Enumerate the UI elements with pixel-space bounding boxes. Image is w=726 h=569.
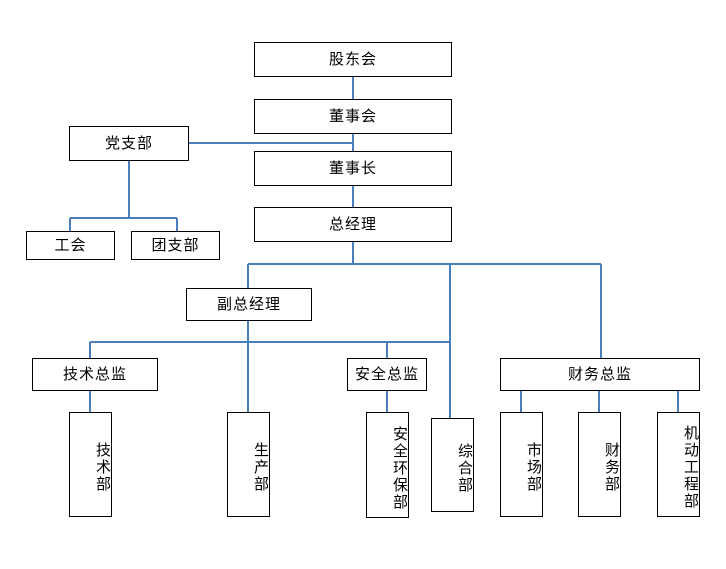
node-board-of-directors[interactable]: 董事会 <box>254 99 452 134</box>
node-general-affairs-department[interactable]: 综合部 <box>431 418 474 512</box>
node-technical-department[interactable]: 技术部 <box>69 412 112 517</box>
node-labor-union[interactable]: 工会 <box>26 231 115 260</box>
node-deputy-general-manager[interactable]: 副总经理 <box>186 288 312 321</box>
node-party-branch[interactable]: 党支部 <box>69 126 189 161</box>
edge-gm-mainbus <box>247 242 602 418</box>
node-chairman[interactable]: 董事长 <box>254 151 452 186</box>
edge-financedirector-depts <box>520 391 679 412</box>
node-marketing-department[interactable]: 市场部 <box>500 412 543 517</box>
node-equipment-engineering-department[interactable]: 机动工程部 <box>657 412 700 517</box>
node-production-department[interactable]: 生产部 <box>227 412 270 517</box>
node-youth-league-branch[interactable]: 团支部 <box>131 231 220 260</box>
node-general-manager[interactable]: 总经理 <box>254 207 452 242</box>
node-technical-director[interactable]: 技术总监 <box>32 358 158 391</box>
node-finance-department[interactable]: 财务部 <box>578 412 621 517</box>
node-financial-director[interactable]: 财务总监 <box>500 358 700 391</box>
node-shareholders[interactable]: 股东会 <box>254 42 452 77</box>
node-safety-director[interactable]: 安全总监 <box>347 358 427 391</box>
node-safety-environment-department[interactable]: 安全环保部 <box>366 412 409 518</box>
edge-party-branch-dropbus <box>69 161 178 231</box>
